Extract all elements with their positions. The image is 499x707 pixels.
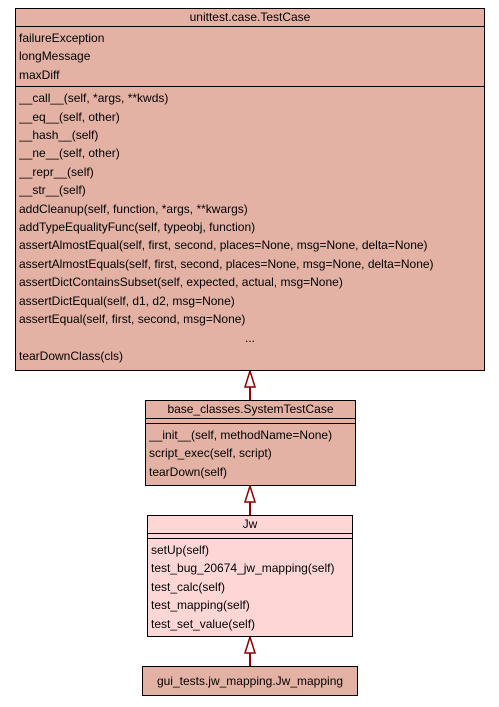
method-row: assertAlmostEquals(self, first, second, … [19, 256, 434, 271]
method-row: script_exec(self, script) [149, 446, 272, 461]
methods-section-jw: setUp(self) test_bug_20674_jw_mapping(se… [148, 538, 352, 635]
methods-section-testcase: __call__(self, *args, **kwds) __eq__(sel… [16, 86, 484, 367]
methods-section-systemtestcase: __init__(self, methodName=None) script_e… [146, 423, 355, 483]
attributes-section-jw [148, 533, 352, 538]
attributes-section-systemtestcase [146, 418, 355, 423]
class-testcase[interactable]: unittest.case.TestCase failureException … [15, 8, 485, 371]
class-jw[interactable]: Jw setUp(self) test_bug_20674_jw_mapping… [147, 515, 353, 637]
ellipsis-row: ... [244, 330, 255, 345]
method-row: __hash__(self) [19, 128, 99, 143]
method-row: __call__(self, *args, **kwds) [19, 91, 169, 106]
attribute-row: maxDiff [19, 67, 60, 82]
class-name-jw: Jw [242, 517, 258, 531]
method-row: assertEqual(self, first, second, msg=Non… [19, 312, 246, 327]
attribute-row: failureException [19, 31, 105, 45]
method-row: assertAlmostEqual(self, first, second, p… [19, 238, 428, 253]
method-row: setUp(self) [151, 543, 210, 557]
method-row: assertDictEqual(self, d1, d2, msg=None) [19, 293, 235, 308]
attribute-row: longMessage [19, 49, 91, 64]
method-row: test_set_value(self) [151, 616, 256, 631]
method-row: tearDownClass(cls) [19, 348, 124, 363]
class-name-jw-mapping: gui_tests.jw_mapping.Jw_mapping [156, 674, 344, 688]
class-name-testcase: unittest.case.TestCase [189, 10, 311, 24]
class-name-systemtestcase: base_classes.SystemTestCase [167, 402, 334, 416]
class-jw-mapping[interactable]: gui_tests.jw_mapping.Jw_mapping [142, 666, 358, 696]
method-row: __str__(self) [19, 183, 86, 198]
edge-jw-to-systemtestcase-arrowhead [243, 483, 257, 503]
method-row: __ne__(self, other) [19, 146, 120, 161]
method-row: addTypeEqualityFunc(self, typeobj, funct… [19, 220, 256, 235]
method-row: __init__(self, methodName=None) [149, 428, 333, 442]
method-row: test_calc(self) [151, 579, 226, 594]
method-row: __eq__(self, other) [19, 109, 120, 124]
attributes-section-testcase: failureException longMessage maxDiff [16, 26, 484, 86]
method-row: test_mapping(self) [151, 598, 250, 613]
class-systemtestcase[interactable]: base_classes.SystemTestCase __init__(sel… [145, 400, 356, 486]
method-row: assertDictContainsSubset(self, expected,… [19, 275, 343, 290]
method-row: tearDown(self) [149, 464, 228, 479]
method-row: test_bug_20674_jw_mapping(self) [151, 561, 335, 576]
edge-jw-mapping-to-jw-arrowhead [243, 634, 257, 654]
method-row: __repr__(self) [19, 164, 94, 179]
edge-systemtestcase-to-testcase-arrowhead [243, 368, 257, 388]
method-row: addCleanup(self, function, *args, **kwar… [19, 201, 248, 216]
